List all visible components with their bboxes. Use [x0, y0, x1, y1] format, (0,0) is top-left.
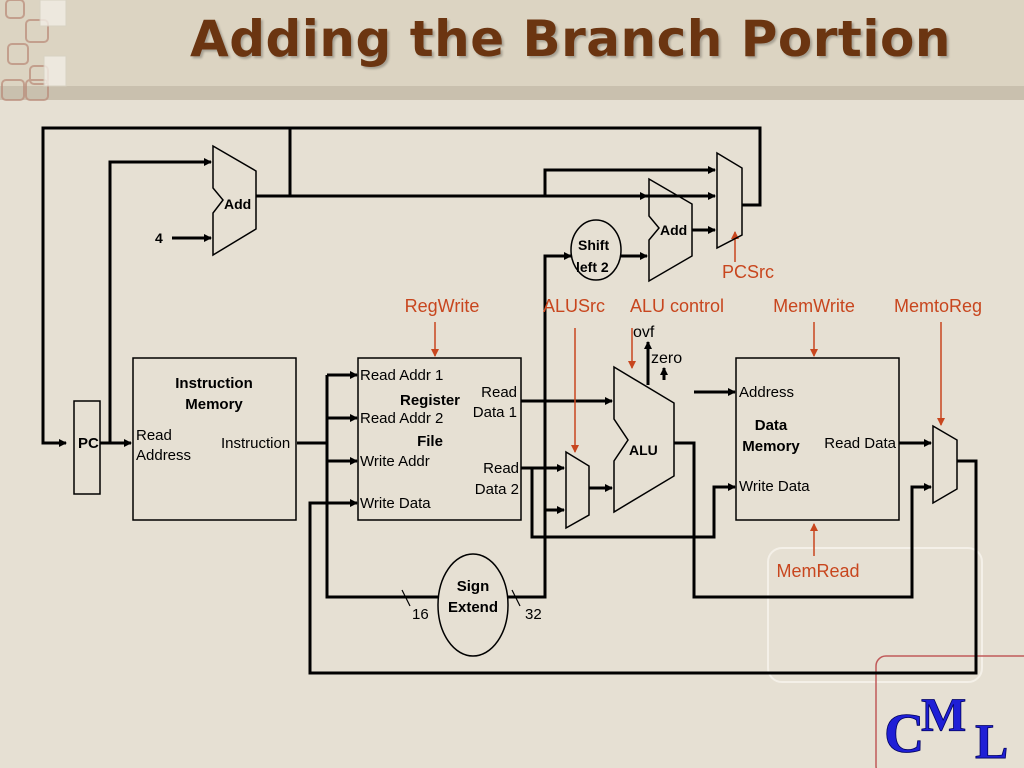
instruction-memory [132, 357, 297, 521]
instruction-bus-vertical [325, 375, 438, 599]
logo-frame [875, 655, 1024, 768]
alu-control-label: ALU control [630, 296, 724, 316]
register-file [357, 357, 522, 521]
pcsrc-mux [716, 151, 743, 250]
regfile-title-2: File [417, 433, 443, 450]
read-data-1-label-a: Read [481, 384, 517, 401]
alusrc-mux [565, 450, 590, 530]
read-addr-1-label: Read Addr 1 [360, 367, 443, 384]
imem-title-2: Memory [185, 396, 243, 413]
write-addr-label: Write Addr [360, 453, 430, 470]
sign-extend-out-wire [508, 252, 572, 599]
memtoreg-label: MemtoReg [894, 296, 982, 316]
sign-extend-unit [437, 553, 509, 657]
memwrite-label: MemWrite [773, 296, 855, 316]
add-branch-label: Add [660, 222, 687, 238]
shift-label-1: Shift [578, 237, 609, 253]
width-16-label: 16 [412, 606, 429, 623]
pc-label: PC [78, 435, 99, 452]
branch-adder [648, 177, 693, 283]
dmem-title-1: Data [755, 417, 788, 434]
header-rule [0, 86, 1024, 100]
dmem-title-2: Memory [742, 438, 800, 455]
imem-instruction-label: Instruction [221, 435, 290, 452]
zero-label: zero [651, 350, 682, 367]
data-memory [735, 357, 900, 521]
width-tick-32 [511, 589, 521, 607]
alu-block [613, 365, 675, 514]
shift-label-2: left 2 [576, 259, 609, 275]
constant-four-label: 4 [155, 230, 163, 246]
sign-extend-label-2: Extend [448, 599, 498, 616]
slide-title: Adding the Branch Portion [190, 10, 951, 68]
ovf-label: ovf [633, 324, 655, 341]
dmem-read-data-label: Read Data [824, 435, 896, 452]
read-data-1-label-b: Data 1 [473, 404, 517, 421]
logo-m: M [921, 689, 966, 742]
read-data-2-to-dmem-wire [530, 468, 736, 539]
shift-left-2-unit [570, 219, 622, 281]
sign-extend-label-1: Sign [457, 578, 490, 595]
read-addr-2-label: Read Addr 2 [360, 410, 443, 427]
imem-title-1: Instruction [175, 375, 253, 392]
background-frame [767, 547, 983, 683]
alu-label: ALU [629, 442, 658, 458]
pc-next-wire [41, 126, 762, 447]
write-data-label: Write Data [360, 495, 431, 512]
memtoreg-mux [932, 424, 958, 505]
regwrite-label: RegWrite [405, 296, 480, 316]
dmem-write-data-label: Write Data [739, 478, 810, 495]
cml-logo: C M L [884, 689, 1009, 768]
write-back-wire [308, 459, 978, 675]
pcsrc-label: PCSrc [722, 262, 774, 282]
pc-to-add-wire [108, 158, 212, 443]
width-tick-16 [401, 589, 411, 607]
pc-adder [212, 144, 257, 257]
alusrc-label: ALUSrc [543, 296, 605, 316]
imem-read-label: Read [136, 427, 172, 444]
corner-decoration [1, 0, 67, 101]
dmem-address-label: Address [739, 384, 794, 401]
regfile-title-1: Register [400, 392, 460, 409]
read-data-2-label-a: Read [483, 460, 519, 477]
logo-l: L [975, 713, 1008, 768]
memread-label: MemRead [776, 561, 859, 581]
width-32-label: 32 [525, 606, 542, 623]
header-band [0, 0, 1024, 100]
logo-c: C [884, 703, 924, 765]
alu-result-wire [674, 441, 932, 599]
pc-register [73, 400, 101, 495]
add-top-label: Add [224, 196, 251, 212]
read-data-2-label-b: Data 2 [475, 481, 519, 498]
imem-address-label: Address [136, 447, 191, 464]
add-to-branch-wire [543, 166, 716, 196]
